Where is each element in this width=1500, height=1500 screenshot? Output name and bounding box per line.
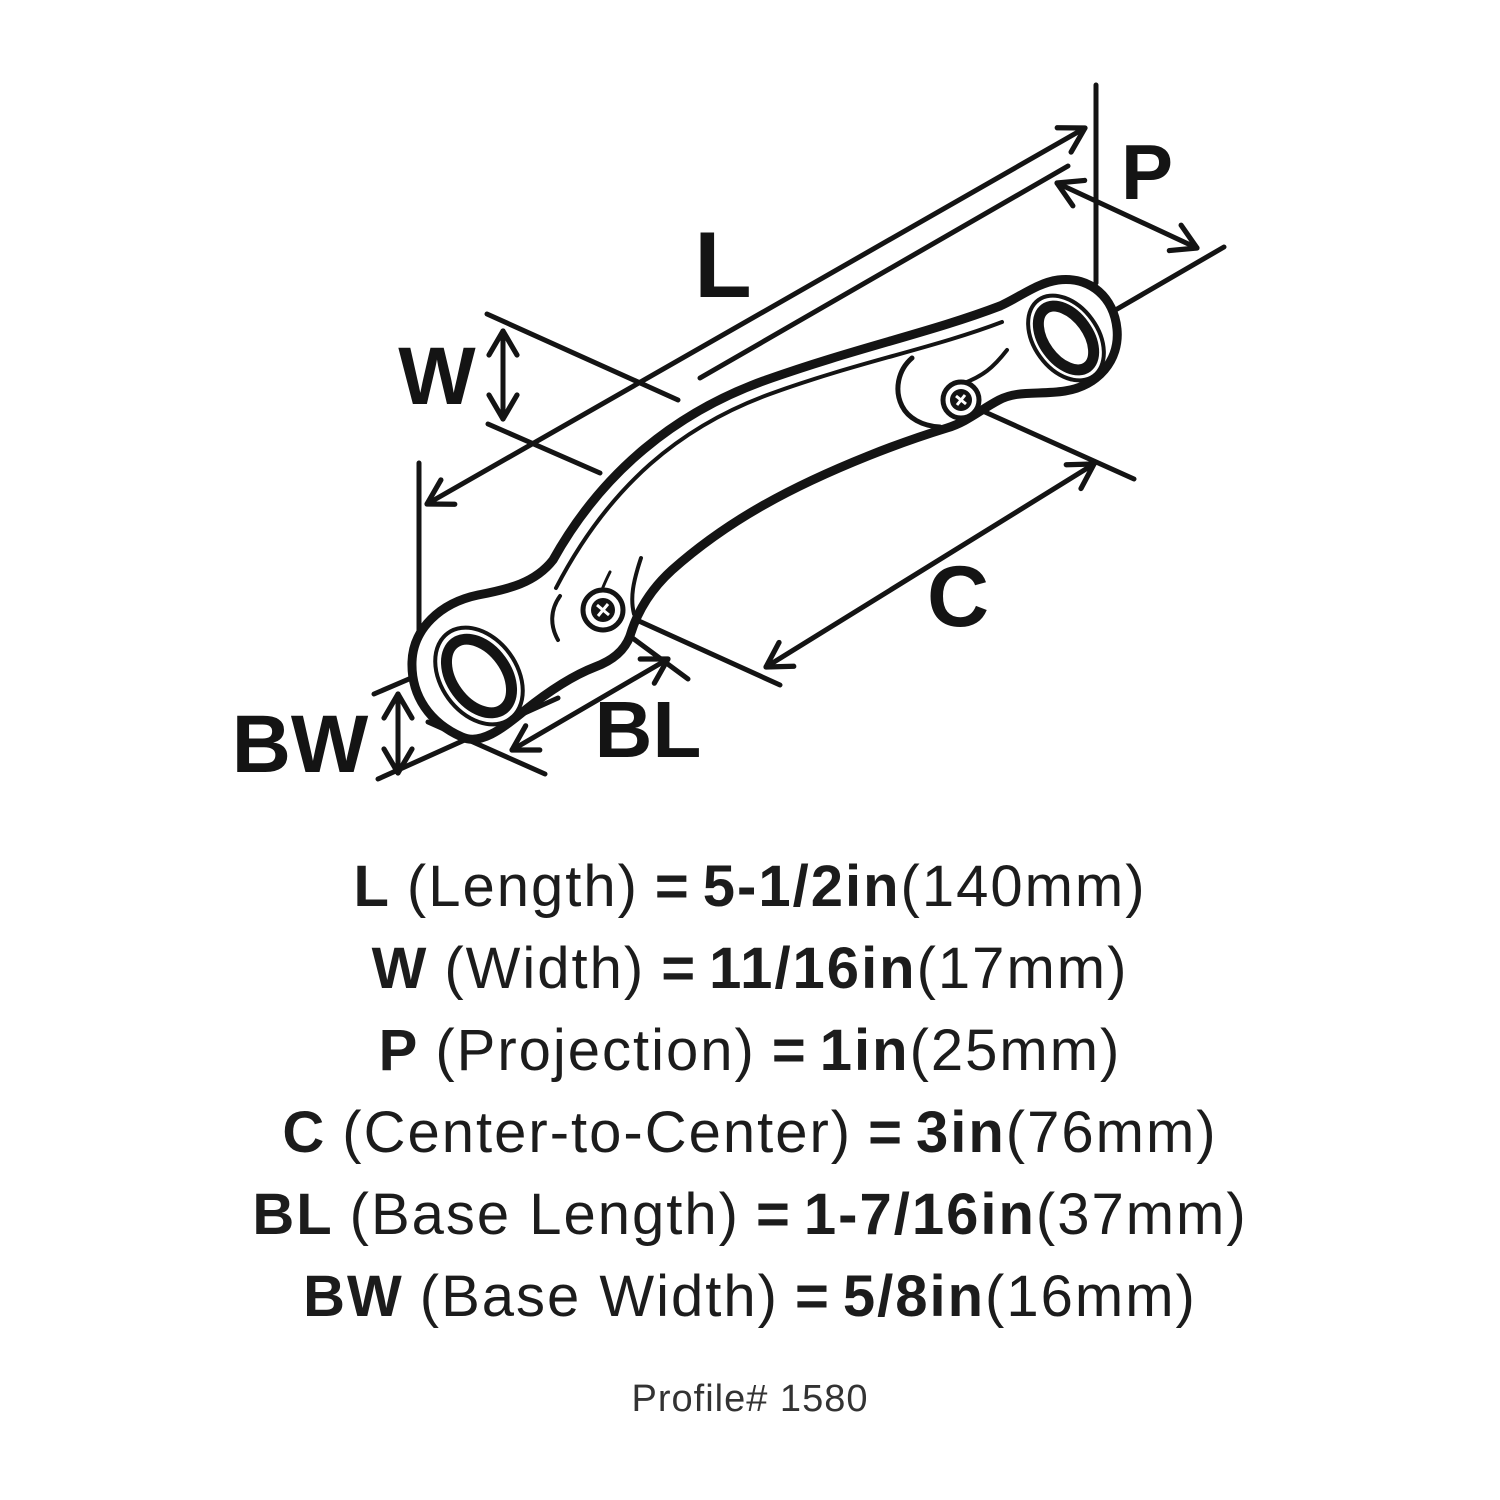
legend-equals: = [795, 1263, 831, 1329]
legend-line-center-to-center: C (Center-to-Center) = 3in (76mm) [0, 1091, 1500, 1173]
left-neck-cusp-line [630, 556, 643, 616]
left-hole-opening [440, 633, 518, 719]
legend-metric: (37mm) [1035, 1181, 1248, 1247]
legend-metric: (25mm) [909, 1017, 1122, 1083]
label-width: W [398, 331, 476, 422]
legend-label: W [371, 935, 429, 1001]
legend-metric: (17mm) [916, 935, 1129, 1001]
projection-extension-line-outer [1109, 244, 1227, 315]
legend-label: BL [252, 1181, 334, 1247]
dimension-labels: L W P C BL BW [232, 128, 1173, 790]
legend-desc: (Width) [444, 935, 646, 1001]
legend-value: 3in [915, 1099, 1006, 1165]
left-screw-cross-2 [596, 603, 610, 617]
legend-metric: (140mm) [900, 853, 1147, 919]
center-extension-line-left [627, 614, 783, 688]
label-projection: P [1121, 128, 1173, 216]
left-ring-hole [433, 625, 525, 727]
left-screw [580, 587, 626, 633]
legend-equals: = [756, 1181, 792, 1247]
dimension-arrow-center [763, 461, 1097, 670]
label-base-length: BL [595, 685, 702, 774]
legend-value: 1-7/16in [803, 1181, 1036, 1247]
measurement-legend: L (Length) = 5-1/2in (140mm) W (Width) =… [0, 845, 1500, 1337]
width-extension-line-top [484, 311, 681, 403]
legend-desc: (Center-to-Center) [342, 1099, 853, 1165]
pull-handle-drawing [407, 275, 1122, 744]
legend-line-base-length: BL (Base Length) = 1-7/16in (37mm) [0, 1173, 1500, 1255]
legend-value: 5/8in [842, 1263, 986, 1329]
profile-number: Profile# 1580 [631, 1378, 869, 1420]
label-length: L [694, 212, 751, 317]
legend-line-base-width: BW (Base Width) = 5/8in (16mm) [0, 1255, 1500, 1337]
legend-metric: (76mm) [1005, 1099, 1218, 1165]
legend-label: BW [303, 1263, 404, 1329]
center-extension-line-right [973, 405, 1137, 482]
legend-line-length: L (Length) = 5-1/2in (140mm) [0, 845, 1500, 927]
legend-value: 1in [819, 1017, 910, 1083]
handle-technical-drawing: L W P C BL BW [232, 82, 1227, 790]
legend-desc: (Base Length) [349, 1181, 740, 1247]
legend-label: C [282, 1099, 327, 1165]
legend-equals: = [868, 1099, 904, 1165]
legend-equals: = [654, 853, 691, 919]
legend-line-projection: P (Projection) = 1in (25mm) [0, 1009, 1500, 1091]
legend-equals: = [661, 935, 698, 1001]
label-base-width: BW [232, 699, 369, 790]
left-screw-boss-line [550, 594, 562, 642]
dimension-arrow-base-length [509, 656, 671, 753]
legend-desc: (Length) [406, 853, 639, 919]
legend-line-width: W (Width) = 11/16in (17mm) [0, 927, 1500, 1009]
legend-label: L [353, 853, 391, 919]
dimension-arrow-projection [1054, 177, 1200, 254]
legend-equals: = [771, 1017, 808, 1083]
label-center: C [927, 549, 989, 645]
legend-desc: (Projection) [435, 1017, 756, 1083]
dimension-arrows [381, 125, 1200, 776]
dimension-arrow-length [424, 125, 1088, 507]
legend-value: 11/16in [709, 935, 917, 1001]
right-screw [940, 379, 982, 421]
legend-desc: (Base Width) [419, 1263, 779, 1329]
width-extension-line-bottom [485, 421, 603, 476]
legend-value: 5-1/2in [702, 853, 901, 919]
legend-label: P [378, 1017, 420, 1083]
legend-metric: (16mm) [985, 1263, 1197, 1329]
